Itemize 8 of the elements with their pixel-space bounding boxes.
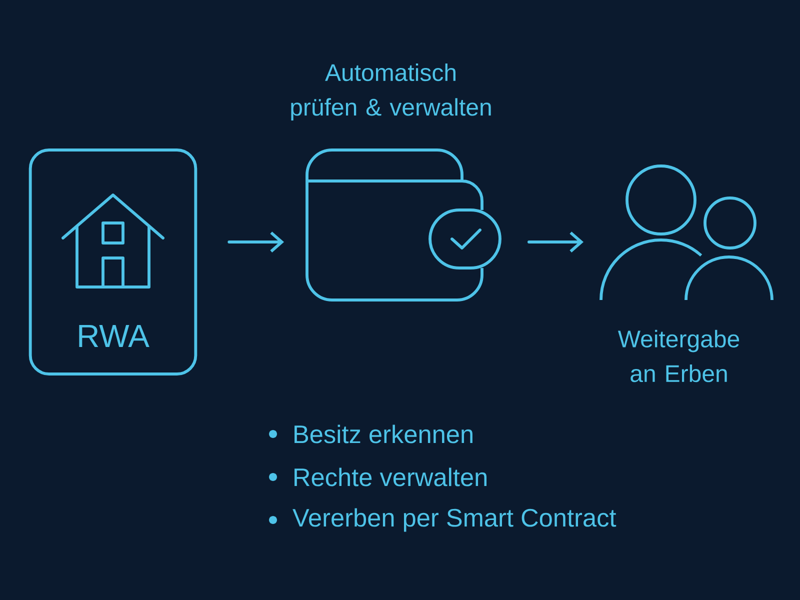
card-label: RWA: [79, 325, 150, 348]
bullet-text: Besitz erkennen: [294, 424, 472, 444]
arrow: [228, 232, 284, 252]
node-label: Automatisch prüfen & verwalten: [291, 63, 491, 121]
bullet-text: Rechte verwalten: [294, 468, 486, 486]
bullet-text: Vererben per Smart Contract: [292, 508, 616, 532]
arrow: [528, 232, 584, 252]
node-label: Weitergabe an Erben: [618, 330, 740, 382]
